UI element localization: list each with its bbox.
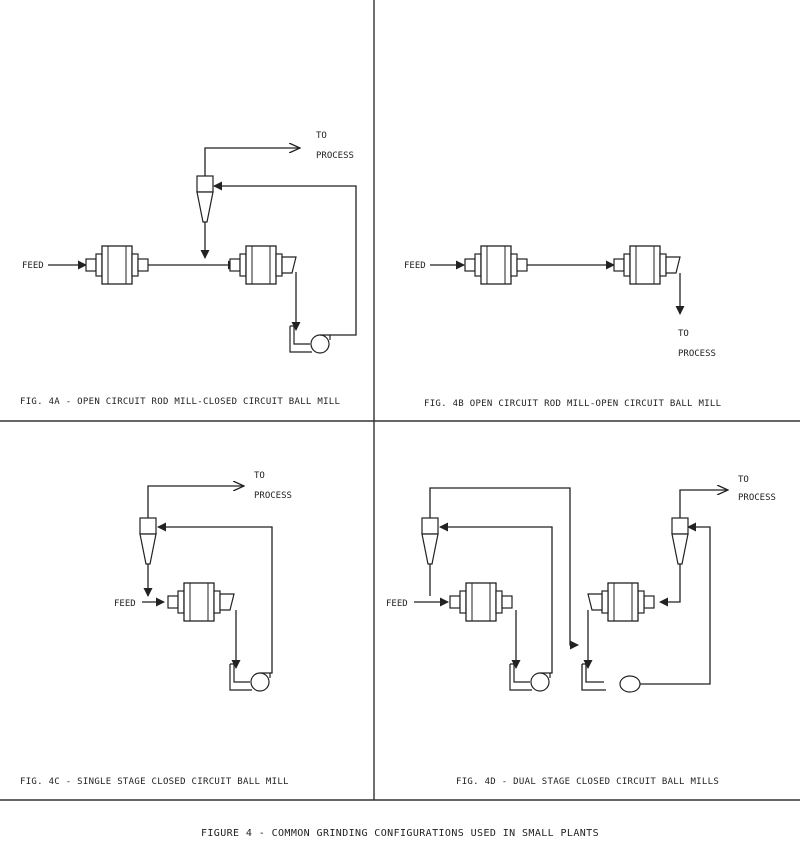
ball-mill bbox=[229, 245, 297, 285]
pump-return-line bbox=[157, 522, 273, 674]
cyclone bbox=[139, 517, 157, 565]
caption-4d: FIG. 4D - DUAL STAGE CLOSED CIRCUIT BALL… bbox=[456, 777, 719, 787]
secondary-overflow-line bbox=[679, 490, 728, 518]
caption-4b: FIG. 4B OPEN CIRCUIT ROD MILL-OPEN CIRCU… bbox=[424, 399, 721, 409]
primary-sump-pump bbox=[509, 663, 551, 692]
secondary-underflow-line bbox=[659, 564, 681, 607]
feed-label: FEED bbox=[386, 599, 408, 609]
rod-mill bbox=[85, 245, 149, 285]
primary-overflow-line bbox=[429, 487, 579, 650]
process-label: PROCESS bbox=[738, 493, 776, 503]
ball-mill bbox=[167, 582, 235, 622]
panel-4a: FEED TO PROCESS FIG. 4A - OPEN CIRCUIT R… bbox=[20, 131, 357, 407]
sump-pump bbox=[289, 325, 331, 354]
secondary-ball-mill bbox=[587, 582, 655, 622]
overflow-line bbox=[147, 486, 244, 518]
rod-mill bbox=[464, 245, 528, 285]
panel-4d: FEED TO PROCESS FIG. 4D - DUAL STAGE CLO… bbox=[386, 475, 776, 787]
feed-label: FEED bbox=[22, 261, 44, 271]
caption-4c: FIG. 4C - SINGLE STAGE CLOSED CIRCUIT BA… bbox=[20, 777, 289, 787]
process-label: PROCESS bbox=[254, 491, 292, 501]
process-label: PROCESS bbox=[316, 151, 354, 161]
primary-pump-return-line bbox=[439, 522, 553, 674]
to-label: TO bbox=[254, 471, 265, 481]
primary-cyclone bbox=[421, 517, 439, 565]
secondary-sump-base bbox=[581, 664, 606, 691]
caption-4a: FIG. 4A - OPEN CIRCUIT ROD MILL-CLOSED C… bbox=[20, 397, 340, 407]
secondary-sump bbox=[582, 663, 604, 683]
pump-return-line bbox=[213, 181, 357, 336]
to-label: TO bbox=[738, 475, 749, 485]
panel-4c: TO PROCESS FEED FIG. 4C - SINGLE STAGE C… bbox=[20, 471, 292, 787]
primary-ball-mill bbox=[449, 582, 513, 622]
to-label: TO bbox=[316, 131, 327, 141]
process-label: PROCESS bbox=[678, 349, 716, 359]
feed-label: FEED bbox=[114, 599, 136, 609]
secondary-pump bbox=[619, 675, 641, 693]
secondary-pump-return-line bbox=[640, 522, 711, 685]
sump-pump bbox=[229, 663, 271, 692]
secondary-cyclone bbox=[671, 517, 689, 565]
panel-4b: FEED TO PROCESS FIG. 4B OPEN CIRCUIT ROD… bbox=[404, 245, 721, 409]
to-label: TO bbox=[678, 329, 689, 339]
figure-title: FIGURE 4 - COMMON GRINDING CONFIGURATION… bbox=[201, 828, 599, 839]
overflow-line bbox=[204, 148, 300, 176]
ball-mill bbox=[613, 245, 681, 285]
cyclone bbox=[196, 175, 214, 223]
feed-label: FEED bbox=[404, 261, 426, 271]
